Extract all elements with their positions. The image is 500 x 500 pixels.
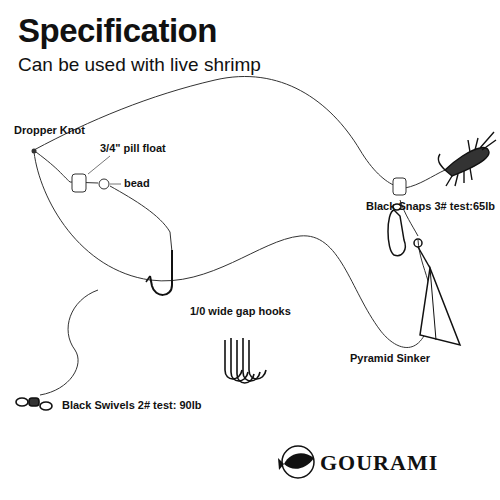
part-label: Pyramid Sinker <box>350 352 430 364</box>
leader-line <box>88 156 110 174</box>
sinker-wire <box>418 247 430 268</box>
sinker-eye <box>414 239 422 247</box>
part-label: Black Snaps 3# test:65lb <box>366 200 495 212</box>
shrimp <box>438 132 496 186</box>
leader-line <box>110 184 121 185</box>
subtitle: Can be used with live shrimp <box>18 54 261 76</box>
brand-name: GOURAMI <box>320 450 438 476</box>
pill-float <box>393 178 406 195</box>
hook-leader <box>110 186 172 252</box>
part-label: Dropper Knot <box>14 124 85 136</box>
dropper-knot <box>32 149 37 154</box>
dropper-line <box>36 152 98 183</box>
wavy-line <box>34 152 432 348</box>
bead <box>99 179 109 189</box>
main-line <box>34 76 396 186</box>
hook-barb <box>146 276 150 282</box>
part-label: bead <box>124 177 150 189</box>
part-label: 3/4" pill float <box>100 142 166 154</box>
hook <box>150 250 172 295</box>
swivel-line <box>40 290 98 395</box>
hooks-bundle <box>225 338 266 383</box>
swivel <box>16 398 52 410</box>
sinker-edge <box>430 268 436 340</box>
brand-logo <box>278 446 314 478</box>
title: Specification <box>18 12 217 50</box>
part-label: 1/0 wide gap hooks <box>190 305 291 317</box>
pill-float <box>72 174 86 192</box>
pyramid-sinker <box>420 268 460 345</box>
part-label: Black Swivels 2# test: 90lb <box>62 399 201 411</box>
shrimp-line <box>405 170 445 188</box>
